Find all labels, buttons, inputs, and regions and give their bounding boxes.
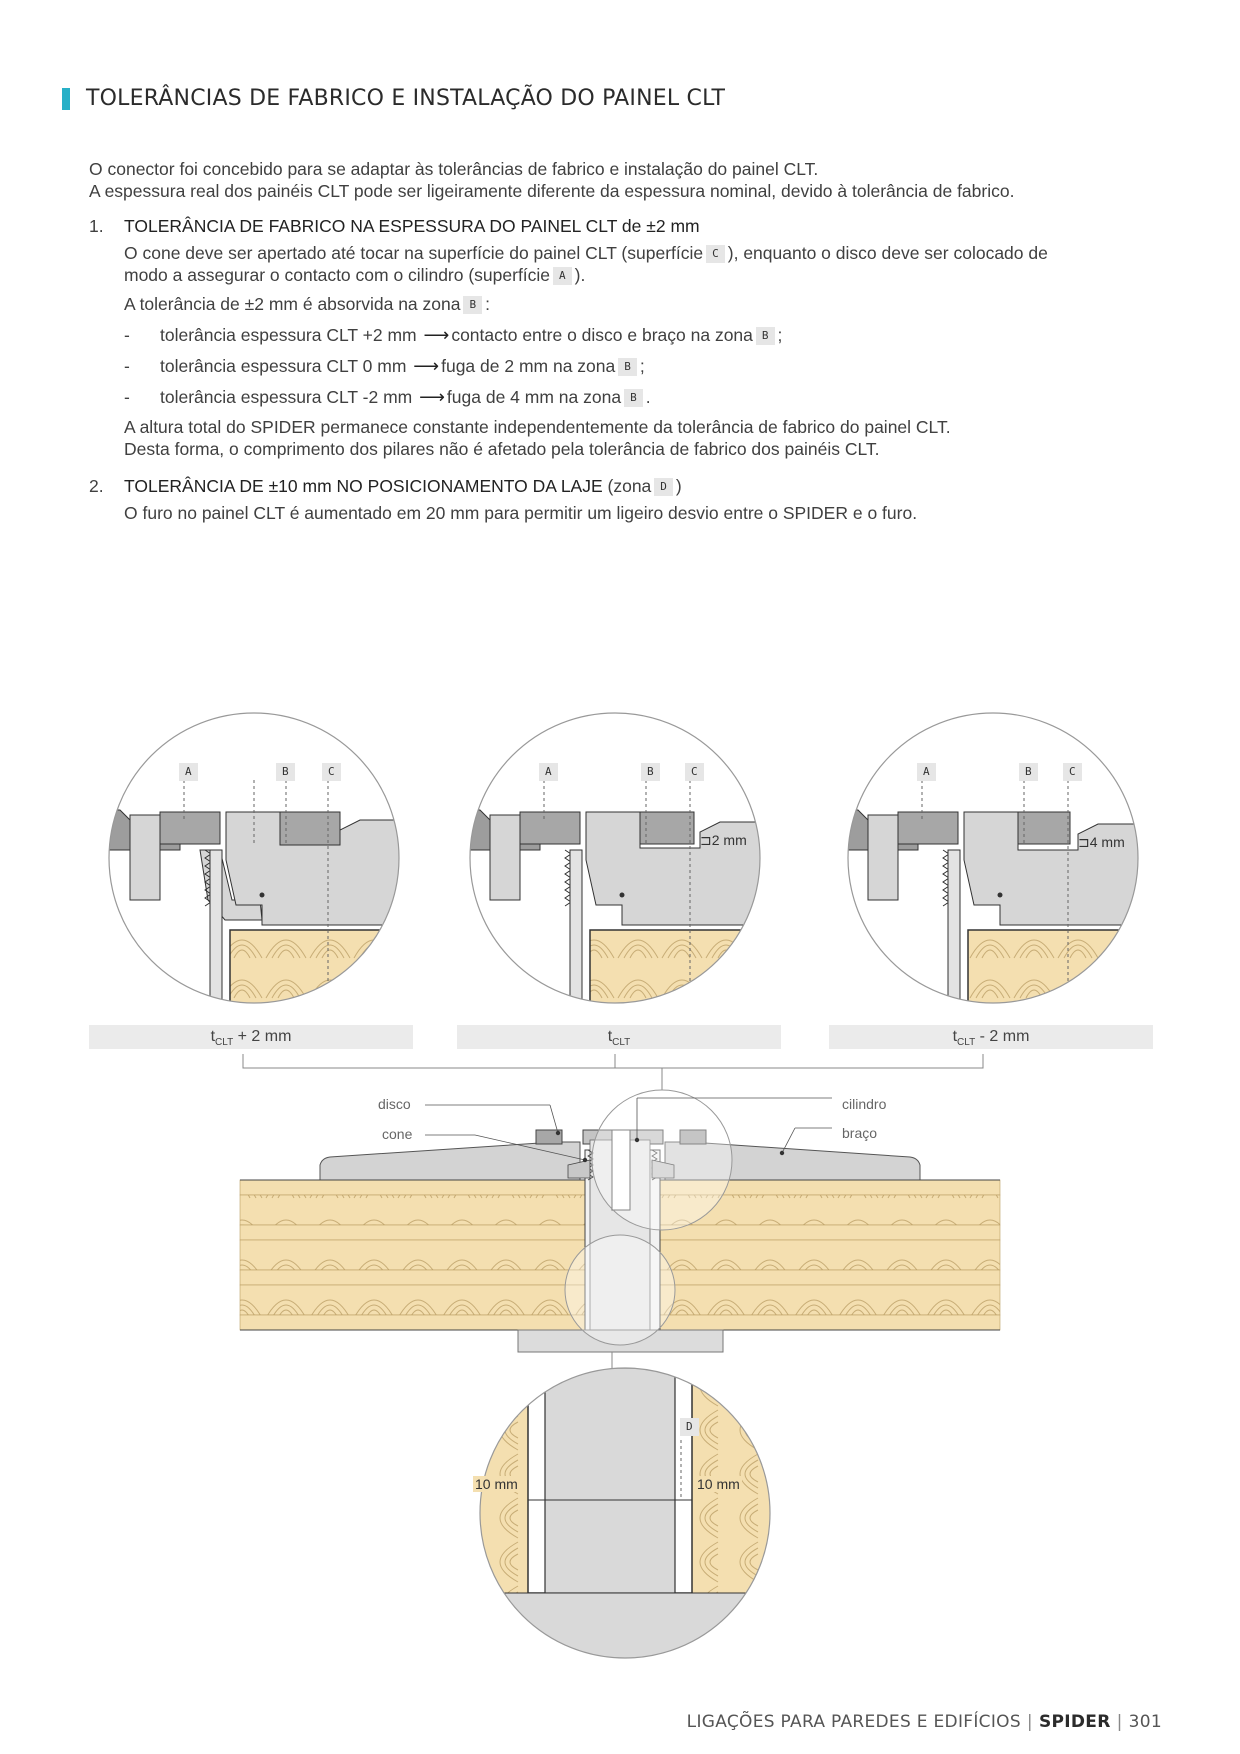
label-braco: braço (842, 1125, 878, 1141)
intro-line-1: O conector foi concebido para se adaptar… (89, 159, 819, 179)
zone-tag-b: B (618, 358, 637, 376)
zone-tag-d: D (654, 478, 673, 496)
section-header: TOLERÂNCIAS DE FABRICO E INSTALAÇÃO DO P… (62, 86, 725, 111)
detail-circle-2 (470, 713, 760, 1003)
page-number: 301 (1128, 1712, 1162, 1732)
label-cilindro: cilindro (842, 1096, 887, 1112)
label-disco: disco (378, 1096, 411, 1112)
arrow-right-icon: ⟶ (413, 356, 440, 376)
zone-tag-b: B (755, 327, 775, 345)
accent-bar (62, 87, 70, 110)
bullet-3: -tolerância espessura CLT -2 mm ⟶fuga de… (124, 387, 651, 407)
item-1-paragraph-2: modo a assegurar o contacto com o cilind… (124, 265, 586, 285)
detail-2-label-a: A (536, 763, 561, 781)
detail-circle-2-outline (469, 712, 761, 1004)
detail-2-gap-label: ⊐2 mm (700, 832, 747, 848)
arrow-right-icon: ⟶ (419, 387, 445, 407)
item-1-paragraph-5: Desta forma, o comprimento dos pilares n… (124, 439, 880, 459)
left-gap-label: 10 mm (473, 1476, 520, 1492)
detail-1-label-b: B (273, 763, 298, 781)
item-1-paragraph-4: A altura total do SPIDER permanece const… (124, 417, 951, 437)
detail-2-label-c: C (682, 763, 707, 781)
zone-tag-c: C (706, 245, 725, 263)
detail-circle-bottom-outline (479, 1367, 771, 1659)
footer-section: LIGAÇÕES PARA PAREDES E EDIFÍCIOS (686, 1712, 1021, 1732)
item-1-paragraph-3: A tolerância de ±2 mm é absorvida na zon… (124, 294, 490, 314)
item-2-paragraph-1: O furo no painel CLT é aumentado em 20 m… (124, 503, 918, 523)
detail-3-label-b: B (1016, 763, 1041, 781)
item-1-title: TOLERÂNCIA DE FABRICO NA ESPESSURA DO PA… (124, 216, 700, 236)
detail-3-label-c: C (1060, 763, 1085, 781)
zone-tag-b: B (624, 389, 643, 407)
intro-line-2: A espessura real dos painéis CLT pode se… (89, 181, 1015, 201)
arrow-right-icon: ⟶ (423, 325, 450, 345)
page-footer: LIGAÇÕES PARA PAREDES E EDIFÍCIOS|SPIDER… (686, 1712, 1162, 1732)
label-cone: cone (382, 1126, 413, 1142)
detail-1-label-c: C (319, 763, 344, 781)
band-detail-3: tCLT - 2 mm (829, 1025, 1153, 1049)
footer-product: SPIDER (1038, 1712, 1111, 1732)
item-2-number: 2. (89, 476, 104, 496)
detail-circle-3 (848, 713, 1138, 1003)
detail-1-label-a: A (176, 763, 201, 781)
detail-circle-1 (109, 713, 399, 1003)
bottom-label-d: D (677, 1418, 702, 1436)
detail-3-label-a: A (914, 763, 939, 781)
detail-3-gap-label: ⊐4 mm (1078, 834, 1125, 850)
page-title: TOLERÂNCIAS DE FABRICO E INSTALAÇÃO DO P… (86, 86, 726, 111)
band-detail-2: tCLT (457, 1025, 781, 1049)
band-detail-1: tCLT + 2 mm (89, 1025, 413, 1049)
detail-2-label-b: B (638, 763, 663, 781)
detail-circle-bottom (480, 1368, 770, 1658)
zone-tag-a: A (553, 267, 572, 285)
zone-tag-b: B (463, 296, 483, 314)
assembly-section (239, 1089, 1001, 1370)
right-gap-label: 10 mm (695, 1476, 742, 1492)
bullet-2: -tolerância espessura CLT 0 mm ⟶fuga de … (124, 356, 645, 376)
item-1-number: 1. (89, 216, 104, 236)
detail-circle-1-outline (108, 712, 400, 1004)
item-2-title: TOLERÂNCIA DE ±10 mm NO POSICIONAMENTO D… (124, 476, 682, 496)
detail-circle-3-outline (847, 712, 1139, 1004)
bullet-1: -tolerância espessura CLT +2 mm ⟶contact… (124, 325, 783, 345)
item-1-paragraph-1: O cone deve ser apertado até tocar na su… (124, 243, 1048, 263)
